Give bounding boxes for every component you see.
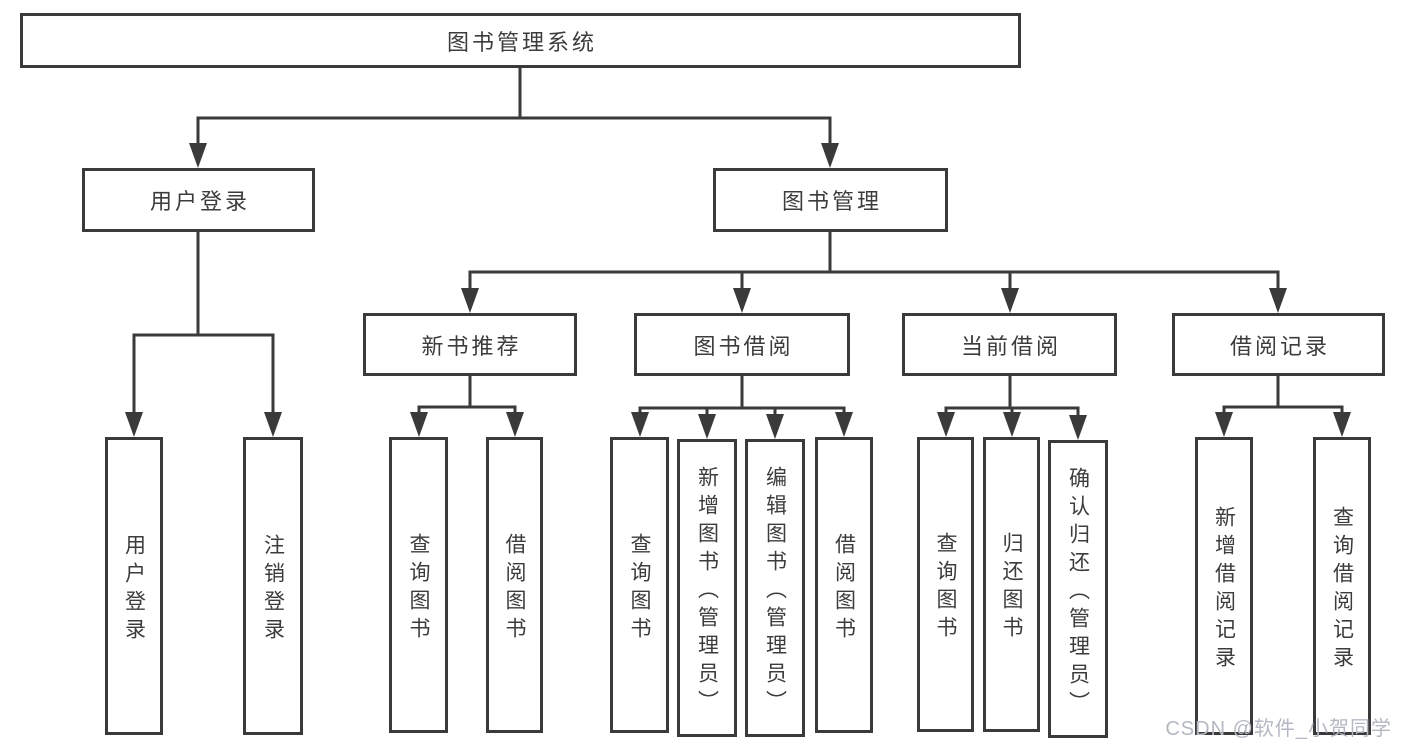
leaf-user-login: 用户登录 — [105, 437, 163, 735]
node-label: 查询图书 — [407, 532, 430, 645]
node-label: 图书管理系统 — [446, 29, 597, 55]
node-label: 查询图书 — [934, 532, 957, 644]
node-label: 当前借阅 — [960, 333, 1061, 359]
node-label: 借阅记录 — [1229, 333, 1330, 359]
node-label: 查询借阅记录 — [1330, 505, 1354, 674]
leaf-query-books-current: 查询图书 — [917, 437, 974, 732]
leaf-query-books-borrow: 查询图书 — [610, 437, 669, 733]
leaf-logout: 注销登录 — [243, 437, 303, 735]
node-label: 借阅图书 — [503, 532, 526, 645]
node-label: 用户登录 — [122, 533, 146, 646]
node-label: 编辑图书（管理员） — [763, 465, 787, 718]
node-book-borrowing: 图书借阅 — [634, 313, 850, 376]
node-new-book-recommendation: 新书推荐 — [363, 313, 577, 376]
node-library-management-system: 图书管理系统 — [20, 13, 1021, 68]
leaf-confirm-return-admin: 确认归还（管理员） — [1048, 440, 1108, 738]
node-label: 新增图书（管理员） — [695, 465, 719, 718]
leaf-borrow-books: 借阅图书 — [815, 437, 873, 733]
csdn-watermark: CSDN @软件_小贺同学 — [1165, 718, 1392, 740]
node-book-management-branch: 图书管理 — [713, 168, 948, 232]
leaf-query-books-recommend: 查询图书 — [389, 437, 448, 733]
arrowheads — [125, 143, 1351, 440]
node-label: 归还图书 — [1000, 532, 1023, 644]
node-label: 图书借阅 — [693, 333, 794, 359]
leaf-add-borrow-record: 新增借阅记录 — [1195, 437, 1253, 735]
node-current-borrowing: 当前借阅 — [902, 313, 1117, 376]
node-label: 图书管理 — [781, 189, 882, 214]
node-label: 新书推荐 — [421, 333, 522, 359]
node-label: 新增借阅记录 — [1212, 505, 1236, 674]
node-label: 注销登录 — [261, 533, 285, 646]
leaf-return-books: 归还图书 — [983, 437, 1040, 732]
leaf-add-books-admin: 新增图书（管理员） — [677, 439, 737, 737]
node-label: 借阅图书 — [832, 532, 856, 645]
leaf-borrow-books-recommend: 借阅图书 — [486, 437, 543, 733]
node-label: 查询图书 — [628, 532, 651, 645]
leaf-query-borrow-record: 查询借阅记录 — [1313, 437, 1371, 735]
node-borrowing-records: 借阅记录 — [1172, 313, 1385, 376]
node-label: 用户登录 — [149, 189, 250, 214]
node-user-login-branch: 用户登录 — [82, 168, 315, 232]
node-label: 确认归还（管理员） — [1066, 466, 1090, 719]
leaf-edit-books-admin: 编辑图书（管理员） — [745, 439, 805, 737]
